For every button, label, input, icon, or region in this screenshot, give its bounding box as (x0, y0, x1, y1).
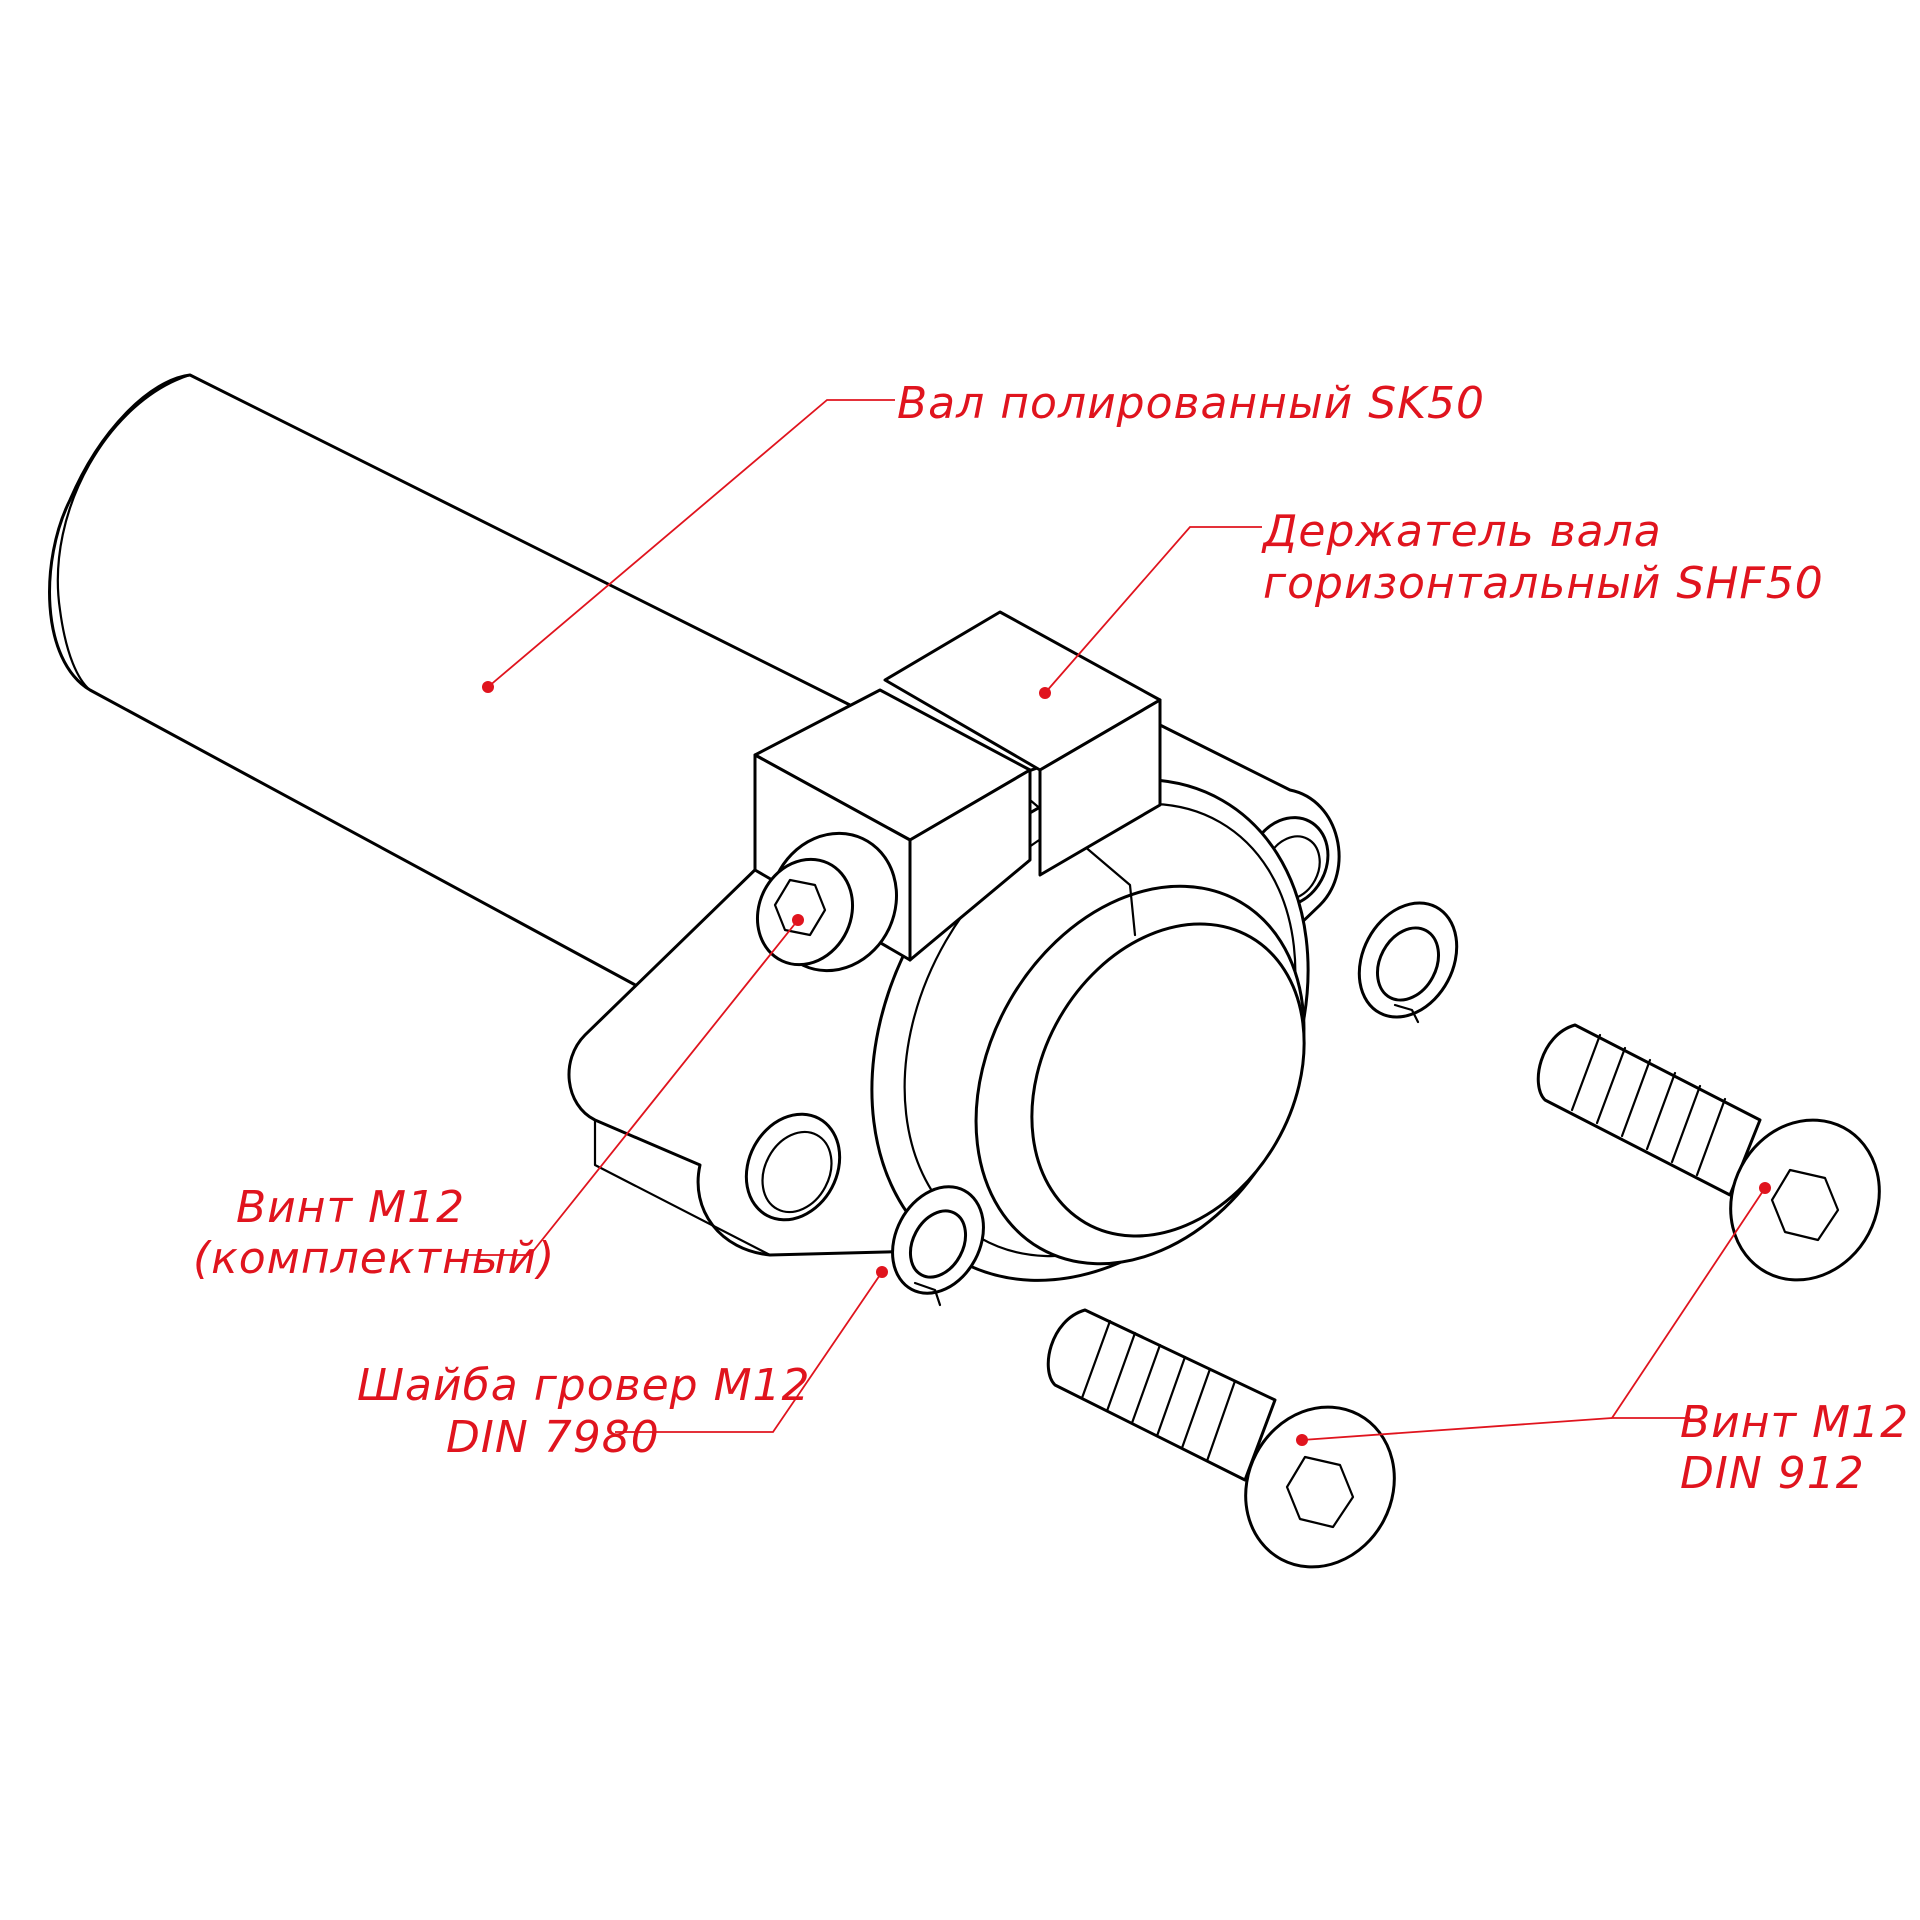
callout-kit-screw-line2: (комплектный) (193, 1233, 555, 1284)
leader-screw-right (1610, 1187, 1766, 1419)
leader-screw-left (1301, 1417, 1613, 1441)
shaft-end-in-bore (1030, 922, 1306, 1238)
polished-shaft (48, 373, 882, 1022)
hex-socket (773, 878, 827, 937)
callout-kit-screw-line1: Винт M12 (236, 1182, 465, 1233)
leader-holder-dot (1039, 687, 1051, 699)
cap-screw-right (1536, 1023, 1881, 1282)
hex-socket (1285, 1455, 1355, 1529)
callout-screw-line2: DIN 912 (1680, 1448, 1865, 1499)
leader-holder (1044, 526, 1262, 694)
cap-screw-left (1046, 1308, 1396, 1569)
leader-screw-left-dot (1296, 1434, 1308, 1446)
screw-left-thread (1046, 1308, 1277, 1482)
shaft-body (48, 373, 882, 1022)
callouts: Вал полированный SK50 Держатель вала гор… (193, 378, 1909, 1499)
screw-right-head (1729, 1118, 1881, 1282)
callout-shaft: Вал полированный SK50 (897, 378, 1485, 429)
leader-kit-screw (465, 919, 799, 1256)
holder-base-edge (593, 1118, 772, 1257)
shaft-holder (567, 610, 1341, 1282)
leader-shaft-dot (482, 681, 494, 693)
left-mounting-hole (744, 1112, 842, 1222)
callout-screw-line1: Винт M12 (1680, 1397, 1909, 1448)
leader-screw-right-dot (1759, 1182, 1771, 1194)
callout-holder-line1: Держатель вала (1261, 506, 1662, 557)
callout-holder-line2: горизонтальный SHF50 (1263, 558, 1824, 609)
spring-washer-upper (1357, 901, 1459, 1024)
leader-kit-screw-dot (792, 914, 804, 926)
leader-lines (465, 399, 1771, 1446)
leader-washer (615, 1271, 883, 1433)
clamp-block-right-side (1038, 698, 1162, 877)
left-mounting-hole-inner (761, 1130, 833, 1214)
leader-washer-dot (876, 1266, 888, 1278)
callout-washer-line2: DIN 7980 (446, 1412, 660, 1463)
hex-socket (1770, 1168, 1840, 1242)
screw-left-head (1244, 1405, 1396, 1569)
spring-washer-lower (891, 1185, 985, 1307)
shaft-end-face (56, 373, 192, 692)
clamp-block-left-side (908, 768, 1032, 962)
callout-washer-line1: Шайба гровер M12 (357, 1360, 811, 1411)
kit-clamp-screw (755, 831, 899, 973)
leader-shaft (487, 399, 895, 688)
